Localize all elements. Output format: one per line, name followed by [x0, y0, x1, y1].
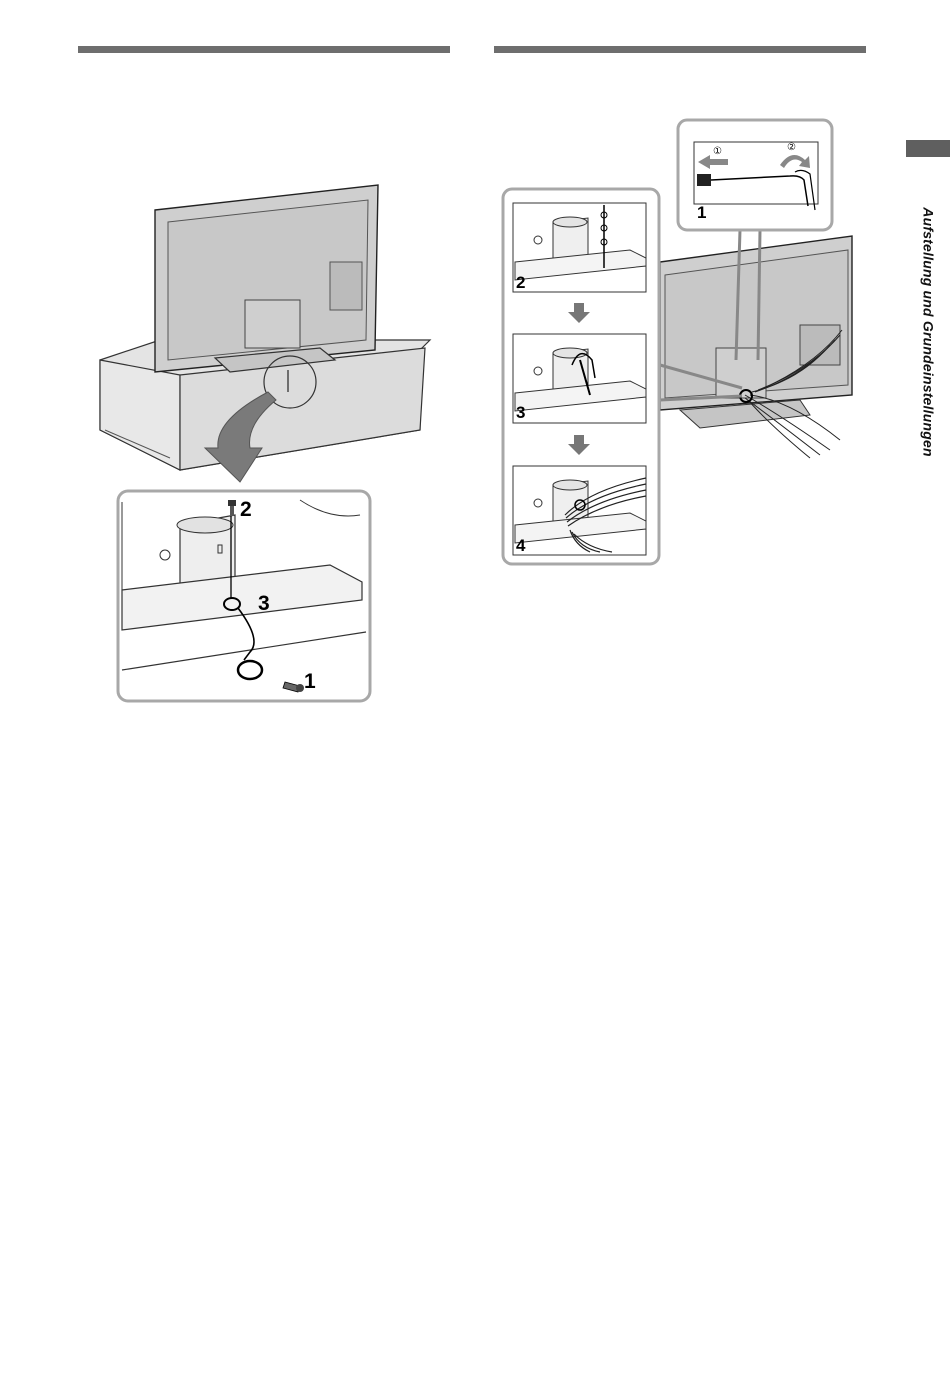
- callout-1: 1: [304, 670, 316, 693]
- step-label-1: 1: [697, 203, 706, 222]
- step-label-2: 2: [516, 273, 525, 292]
- step-2-panel: 2: [513, 203, 646, 292]
- left-detail-frame: 2 3 1: [118, 491, 370, 701]
- callout-3: 3: [258, 592, 270, 615]
- svg-text:②: ②: [787, 142, 796, 153]
- step-label-3: 3: [516, 403, 525, 422]
- step-3-panel: 3: [513, 334, 646, 423]
- steps-2-4-frame: 2 3: [503, 189, 659, 564]
- callout-2: 2: [240, 498, 252, 521]
- tv-on-furniture-illustration: [100, 185, 430, 482]
- step-4-panel: 4: [513, 466, 646, 555]
- svg-text:①: ①: [713, 146, 722, 157]
- tv-cable-management-illustration: [660, 230, 852, 458]
- step-1-detail-frame: ① ② 1: [678, 120, 832, 230]
- step-label-4: 4: [516, 536, 526, 555]
